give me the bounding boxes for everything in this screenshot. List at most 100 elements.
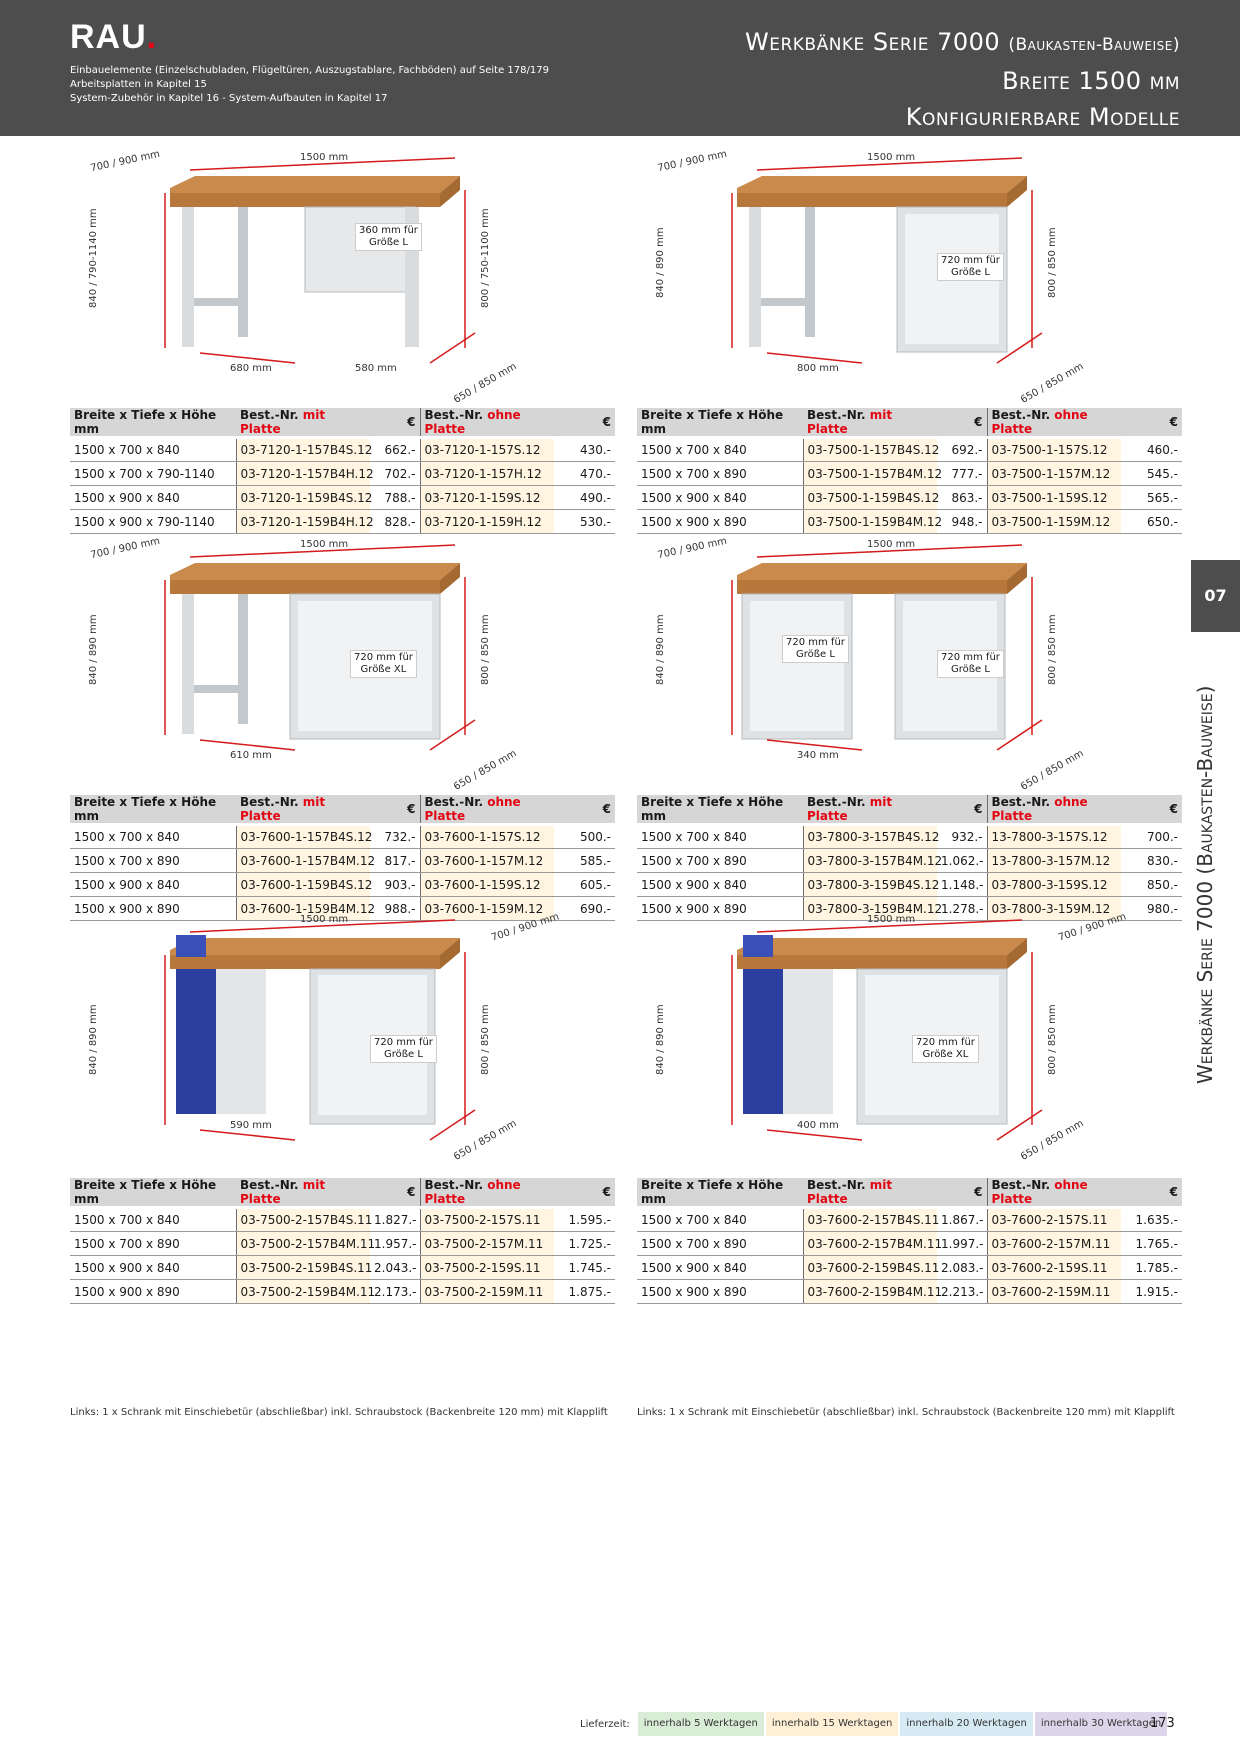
price-table: Breite x Tiefe x Höhe mm Best.-Nr. mit P… (70, 795, 615, 921)
cell-price-with-top: 1.827.- (370, 1207, 421, 1232)
price-table: Breite x Tiefe x Höhe mm Best.-Nr. mit P… (70, 1178, 615, 1304)
left-leg (749, 207, 761, 347)
width-label: 1500 mm (867, 914, 916, 925)
height-label: 840 / 890 mm (655, 614, 666, 685)
cell-dimensions: 1500 x 900 x 890 (637, 509, 803, 534)
worktop-surface (170, 563, 460, 580)
cell-order-no-with-top: 03-7600-1-159B4S.12 (235, 872, 372, 897)
cell-price-without-top: 565.- (1121, 485, 1182, 510)
span-a-label: 800 mm (797, 363, 839, 374)
cell-price-with-top: 988.- (370, 896, 421, 921)
cell-price-with-top: 1.867.- (937, 1207, 988, 1232)
col-dims: Breite x Tiefe x Höhe mm (637, 795, 803, 826)
col-euro: € (937, 1178, 988, 1209)
col-euro: € (370, 795, 421, 826)
cell-dimensions: 1500 x 700 x 840 (637, 1207, 803, 1232)
worktop-side (1007, 938, 1027, 969)
vise-cabinet (743, 969, 783, 1114)
width-dimension-line (189, 157, 456, 171)
inner-dimension-label: 720 mm für Größe L (937, 253, 1004, 281)
cell-order-no-with-top: 03-7500-1-157B4M.12 (802, 461, 942, 486)
base-dimension-line (996, 332, 1043, 364)
col-mit-platte: Best.-Nr. mit Platte (803, 1178, 937, 1209)
inner-dimension-label: 720 mm für Größe XL (912, 1035, 979, 1063)
cell-order-no-with-top: 03-7600-2-159B4M.11 (802, 1279, 942, 1304)
base-dimension-line (429, 719, 476, 751)
col-ohne-platte: Best.-Nr. ohne Platte (420, 408, 554, 439)
header-note: Arbeitsplatten in Kapitel 15 (70, 79, 207, 90)
cell-order-no-without-top: 03-7500-2-157S.11 (419, 1207, 554, 1232)
base-dimension-line (996, 1109, 1043, 1141)
cell-order-no-with-top: 03-7500-1-159B4M.12 (802, 509, 942, 534)
col-ohne-platte: Best.-Nr. ohne Platte (987, 1178, 1121, 1209)
cell-price-with-top: 2.213.- (937, 1279, 988, 1304)
worktop-front (737, 193, 1007, 207)
span-dimension-line (766, 352, 863, 364)
price-table: Breite x Tiefe x Höhe mm Best.-Nr. mit P… (637, 795, 1182, 921)
bench-drawing (731, 157, 1043, 364)
cell-order-no-without-top: 03-7800-3-159S.12 (986, 872, 1121, 897)
col-mit-platte: Best.-Nr. mit Platte (803, 408, 937, 439)
cell-price-without-top: 1.875.- (554, 1279, 615, 1304)
span-b-label: 580 mm (355, 363, 397, 374)
title-main: Werkbänke Serie 7000 (744, 28, 1001, 56)
cell-order-no-with-top: 03-7800-3-159B4S.12 (802, 872, 939, 897)
product-caption: Links: 1 x Schrank mit Einschiebetür (ab… (637, 1407, 1175, 1418)
cell-dimensions: 1500 x 900 x 890 (637, 896, 803, 921)
worktop-front (170, 193, 440, 207)
col-ohne-platte: Best.-Nr. ohne Platte (420, 795, 554, 826)
span-dimension-line (766, 1129, 863, 1141)
cell-order-no-with-top: 03-7600-2-159B4S.11 (802, 1255, 939, 1280)
cell-price-without-top: 605.- (554, 872, 615, 897)
cell-price-with-top: 1.062.- (937, 848, 988, 873)
left-leg-back (238, 207, 248, 337)
cell-price-with-top: 777.- (937, 461, 988, 486)
delivery-legend: Lieferzeit: innerhalb 5 Werktagen innerh… (580, 1712, 1168, 1736)
cell-price-without-top: 1.765.- (1121, 1231, 1182, 1256)
legend-20-days: innerhalb 20 Werktagen (900, 1712, 1033, 1736)
span-a-label: 680 mm (230, 363, 272, 374)
cell-order-no-without-top: 03-7500-1-157S.12 (986, 437, 1121, 462)
cell-order-no-with-top: 03-7600-2-157B4M.11 (802, 1231, 942, 1256)
cell-price-with-top: 1.957.- (370, 1231, 421, 1256)
cell-order-no-without-top: 03-7120-1-157H.12 (419, 461, 554, 486)
cell-order-no-with-top: 03-7500-1-159B4S.12 (802, 485, 939, 510)
width-dimension-line (189, 544, 456, 558)
cell-price-without-top: 470.- (554, 461, 615, 486)
width-label: 1500 mm (867, 152, 916, 163)
worktop-side (1007, 563, 1027, 594)
cell-order-no-without-top: 03-7500-2-159S.11 (419, 1255, 554, 1280)
cell-dimensions: 1500 x 900 x 890 (70, 896, 236, 921)
title-sub: (Baukasten-Bauweise) (1008, 35, 1180, 55)
cell-order-no-without-top: 03-7600-1-159M.12 (419, 896, 554, 921)
table-header-row: Breite x Tiefe x Höhe mm Best.-Nr. mit P… (70, 408, 615, 439)
worktop-surface (737, 176, 1027, 193)
price-table: Breite x Tiefe x Höhe mm Best.-Nr. mit P… (637, 408, 1182, 534)
cell-price-without-top: 980.- (1121, 896, 1182, 921)
base-dimension-line (429, 1109, 476, 1141)
col-ohne-platte: Best.-Nr. ohne Platte (420, 1178, 554, 1209)
cell-price-with-top: 1.278.- (937, 896, 988, 921)
page-number: 173 (1150, 1716, 1175, 1731)
leg-crossbar (194, 685, 240, 693)
bench-drawing (731, 544, 1043, 751)
right-height-label: 800 / 850 mm (1047, 227, 1058, 298)
cell-order-no-with-top: 03-7800-3-157B4M.12 (802, 848, 942, 873)
legend-5-days: innerhalb 5 Werktagen (637, 1712, 764, 1736)
worktop-side (440, 938, 460, 969)
cell-order-no-with-top: 03-7500-1-157B4S.12 (802, 437, 939, 462)
col-euro: € (937, 408, 988, 439)
